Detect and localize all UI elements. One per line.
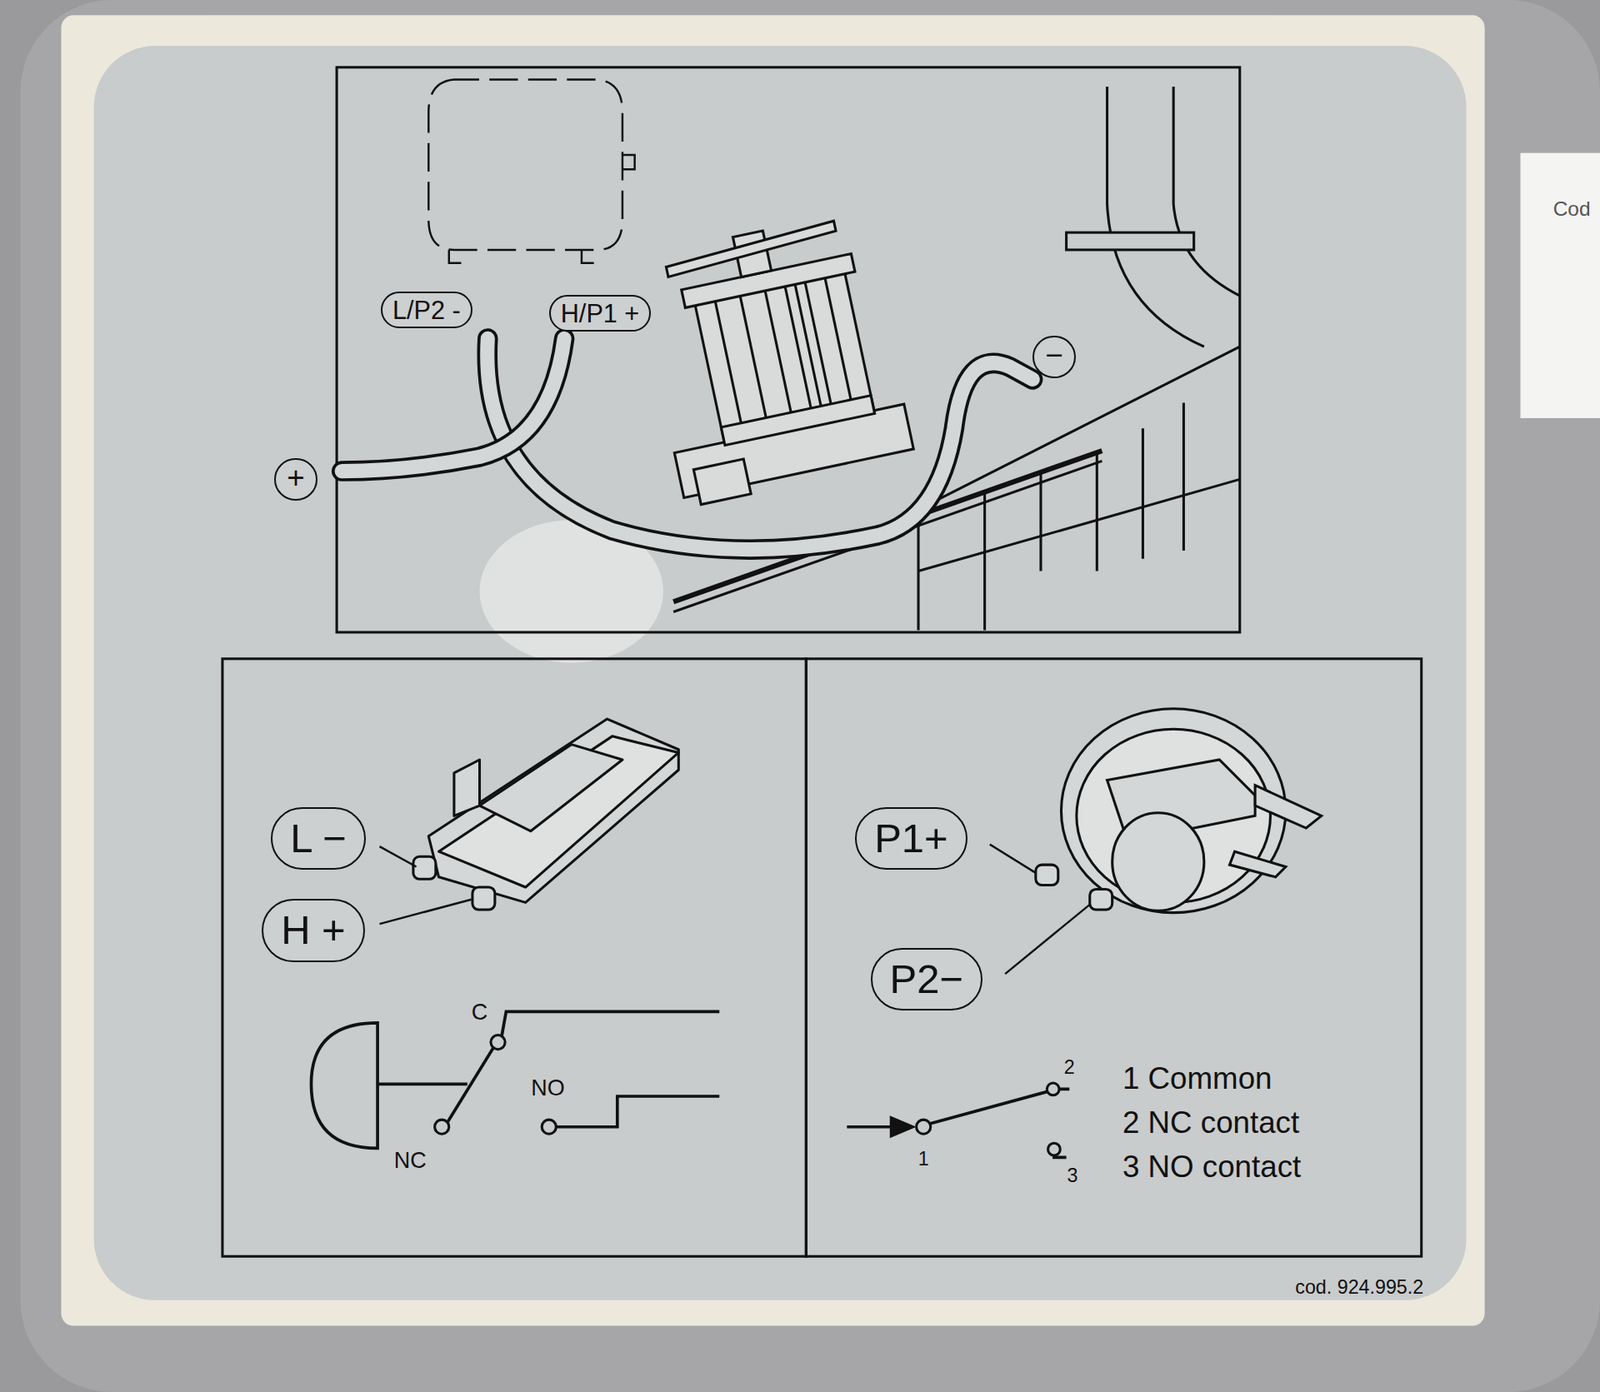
polarity-circle: +	[274, 458, 317, 501]
polarity-circle: −	[1032, 335, 1075, 379]
contact-name: NC	[394, 1149, 427, 1175]
node-text: L −	[290, 818, 347, 860]
pin-number: 3	[1066, 1165, 1078, 1188]
port-label: H/P1 +	[549, 295, 652, 332]
contact-name: C	[471, 1000, 488, 1026]
port-label: L −	[270, 807, 365, 871]
node-text: −	[1045, 340, 1063, 372]
node-text: +	[286, 463, 305, 495]
node-text: H/P1 +	[560, 300, 640, 327]
part-code: cod. 924.995.2	[1295, 1277, 1424, 1300]
node-text: P1+	[874, 818, 949, 860]
port-label: H +	[261, 899, 365, 963]
port-label: P2−	[870, 948, 983, 1012]
port-label: L/P2 -	[380, 291, 473, 329]
pin-note: 3 NO contact	[1122, 1150, 1301, 1185]
port-label: P1+	[855, 807, 967, 871]
node-text: P2−	[890, 959, 965, 1000]
pin-number: 1	[918, 1149, 930, 1171]
node-text: L/P2 -	[392, 297, 461, 324]
pin-note: 2 NC contact	[1122, 1106, 1300, 1140]
contact-name: NO	[530, 1076, 565, 1102]
part-code: Cod	[1553, 198, 1591, 221]
node-text: H +	[280, 910, 346, 951]
pin-number: 2	[1064, 1057, 1075, 1080]
pin-note: 1 Common	[1122, 1062, 1273, 1096]
